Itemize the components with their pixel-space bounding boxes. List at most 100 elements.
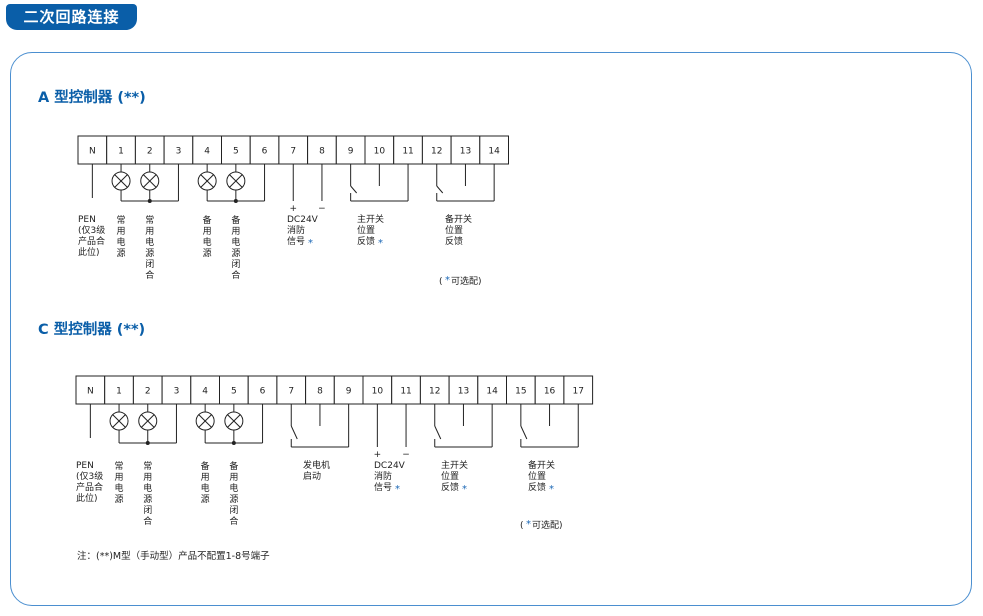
terminal-c-label: 4 bbox=[202, 387, 208, 397]
controller-a-title: A 型控制器 (**) bbox=[38, 90, 146, 106]
optional-star-c: * bbox=[526, 519, 531, 530]
optional-note-a: ( bbox=[439, 277, 443, 287]
lamp-backup-c-cross bbox=[198, 414, 212, 428]
junction-dot-a bbox=[147, 199, 152, 203]
terminal-a-cell bbox=[163, 135, 194, 165]
terminal-c-label: 1 bbox=[116, 387, 122, 397]
optional-note-a: 可选配) bbox=[451, 275, 482, 287]
backup-close-label-a: 电 bbox=[231, 236, 240, 248]
main-power-label-c: 用 bbox=[115, 472, 124, 483]
backup-close-label-c: 源 bbox=[229, 494, 238, 505]
terminal-c-cell bbox=[104, 375, 134, 405]
lamp-main-close-c bbox=[138, 411, 158, 431]
terminal-c-label: 9 bbox=[346, 387, 352, 397]
junction-dot-c bbox=[145, 441, 150, 445]
terminal-a-label: 4 bbox=[204, 147, 210, 157]
backup-power-label-c: 备 bbox=[201, 460, 210, 472]
minus-sign-a: − bbox=[318, 204, 326, 214]
generator-label-c: 启动 bbox=[303, 470, 321, 482]
section-tab: 二次回路连接 bbox=[6, 4, 137, 30]
backup-close-label-c: 备 bbox=[229, 460, 238, 472]
backup-close-label-a: 备 bbox=[231, 214, 240, 226]
main-switch-label-c: 位置 bbox=[441, 470, 459, 482]
lamp-main-close-a-cross bbox=[142, 174, 157, 188]
dc24v-label-c-star: * bbox=[395, 484, 400, 495]
terminal-c-label: 15 bbox=[515, 387, 526, 397]
relay-backup-a-blade bbox=[436, 185, 444, 194]
terminal-a-cell bbox=[106, 135, 136, 165]
terminal-a-label: 14 bbox=[488, 147, 500, 157]
footnote: 注：(**)M型（手动型）产品不配置1-8号端子 bbox=[77, 551, 270, 562]
main-switch-label-a: 主开关 bbox=[357, 213, 384, 225]
main-close-label-a: 闭 bbox=[145, 258, 154, 270]
terminal-c-label: 14 bbox=[486, 387, 498, 397]
terminal-a-label: N bbox=[89, 147, 96, 157]
terminal-a-label: 11 bbox=[402, 147, 413, 157]
terminal-c-label: 13 bbox=[458, 387, 469, 397]
lamp-main-close-c-cross bbox=[140, 414, 155, 428]
main-close-label-c: 用 bbox=[143, 472, 152, 483]
lamp-backup-close-a bbox=[226, 171, 246, 191]
lamp-backup-close-a-cross bbox=[229, 174, 243, 188]
relay-main-a-blade bbox=[350, 185, 358, 194]
terminal-c-label: 2 bbox=[145, 387, 151, 397]
dc24v-label-a: DC24V bbox=[287, 215, 319, 225]
junction-dot-c bbox=[231, 441, 236, 445]
lamp-main-a-cross bbox=[114, 174, 128, 188]
pen-label-a: (仅3级 bbox=[78, 224, 105, 236]
main-power-label-a: 常 bbox=[117, 214, 126, 226]
main-close-label-a: 常 bbox=[145, 214, 154, 226]
main-close-label-c: 合 bbox=[143, 515, 152, 527]
lamp-backup-close-c-cross bbox=[227, 414, 241, 428]
terminal-c-label: 5 bbox=[231, 387, 237, 397]
terminal-c-label: 7 bbox=[288, 387, 294, 397]
terminal-c-cell bbox=[506, 375, 536, 405]
terminal-a-label: 7 bbox=[290, 147, 296, 157]
backup-close-label-c: 用 bbox=[229, 472, 238, 483]
terminal-a-label: 2 bbox=[147, 147, 153, 157]
main-close-label-c: 常 bbox=[143, 460, 152, 472]
terminal-a-cell bbox=[278, 135, 309, 165]
main-close-label-c: 源 bbox=[143, 494, 152, 505]
terminal-a-label: 1 bbox=[118, 147, 124, 157]
lamp-backup-c bbox=[195, 411, 215, 431]
backup-switch-label-c: 位置 bbox=[528, 470, 546, 482]
lamp-backup-a bbox=[197, 171, 217, 191]
relay-main-c-blade bbox=[434, 425, 442, 440]
dc24v-label-c: 消防 bbox=[374, 470, 392, 482]
main-power-label-c: 电 bbox=[115, 482, 124, 494]
lamp-main-a bbox=[111, 171, 131, 191]
terminal-a-label: 5 bbox=[233, 147, 239, 157]
content-panel bbox=[10, 52, 972, 606]
backup-close-label-a: 源 bbox=[231, 248, 240, 259]
controller-c-title: C 型控制器 (**) bbox=[38, 322, 146, 338]
terminal-a-label: 10 bbox=[374, 147, 386, 157]
terminal-c-label: 12 bbox=[429, 387, 440, 397]
backup-close-label-a: 用 bbox=[231, 226, 240, 237]
terminal-a-label: 9 bbox=[348, 147, 354, 157]
main-switch-label-a: 位置 bbox=[357, 224, 375, 236]
pen-label-a: 产品合 bbox=[78, 235, 105, 247]
pen-label-c: (仅3级 bbox=[76, 470, 103, 482]
backup-switch-label-c-star: * bbox=[549, 484, 554, 495]
lamp-backup-a-cross bbox=[200, 174, 214, 188]
pen-label-c: 此位) bbox=[76, 492, 98, 504]
optional-star-a: * bbox=[445, 275, 450, 286]
backup-close-label-c: 合 bbox=[229, 515, 238, 527]
backup-switch-label-c: 反馈 bbox=[528, 481, 546, 493]
terminal-c-label: 3 bbox=[174, 387, 180, 397]
terminal-a-cell bbox=[450, 135, 481, 165]
terminal-a-label: 8 bbox=[319, 147, 325, 157]
main-close-label-c: 闭 bbox=[143, 504, 152, 516]
lamp-backup-close-c bbox=[224, 411, 244, 431]
backup-close-label-a: 闭 bbox=[231, 258, 240, 270]
main-switch-label-a-star: * bbox=[378, 238, 383, 249]
main-switch-label-c: 反馈 bbox=[441, 481, 459, 493]
backup-power-label-a: 源 bbox=[203, 248, 212, 259]
dc24v-label-a-star: * bbox=[308, 238, 313, 249]
backup-close-label-c: 电 bbox=[229, 482, 238, 494]
backup-switch-label-a: 位置 bbox=[445, 224, 463, 236]
plus-sign-a: + bbox=[289, 204, 297, 214]
main-power-label-c: 常 bbox=[115, 460, 124, 472]
main-power-label-a: 电 bbox=[117, 236, 126, 248]
